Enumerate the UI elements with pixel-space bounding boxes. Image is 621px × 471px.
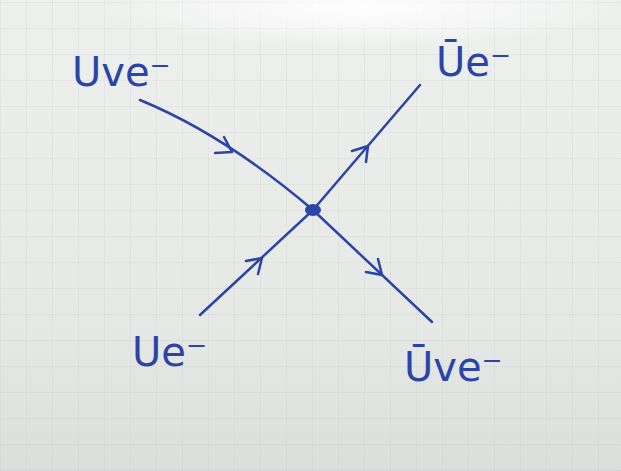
- particle-label: Ūve⁻: [404, 345, 503, 389]
- fermion-line: [313, 210, 432, 322]
- arrow-head: [215, 137, 232, 153]
- fermion-line: [140, 100, 313, 210]
- particle-label: Ūe⁻: [436, 40, 511, 84]
- arrow-head: [366, 259, 382, 275]
- fermion-line: [200, 210, 313, 315]
- arrow-head: [352, 146, 368, 162]
- particle-label: Uve⁻: [72, 50, 171, 94]
- arrow-head: [246, 258, 262, 274]
- vertex-dot: [305, 204, 321, 216]
- fermion-line: [313, 85, 420, 210]
- particle-label: Ue⁻: [132, 330, 207, 374]
